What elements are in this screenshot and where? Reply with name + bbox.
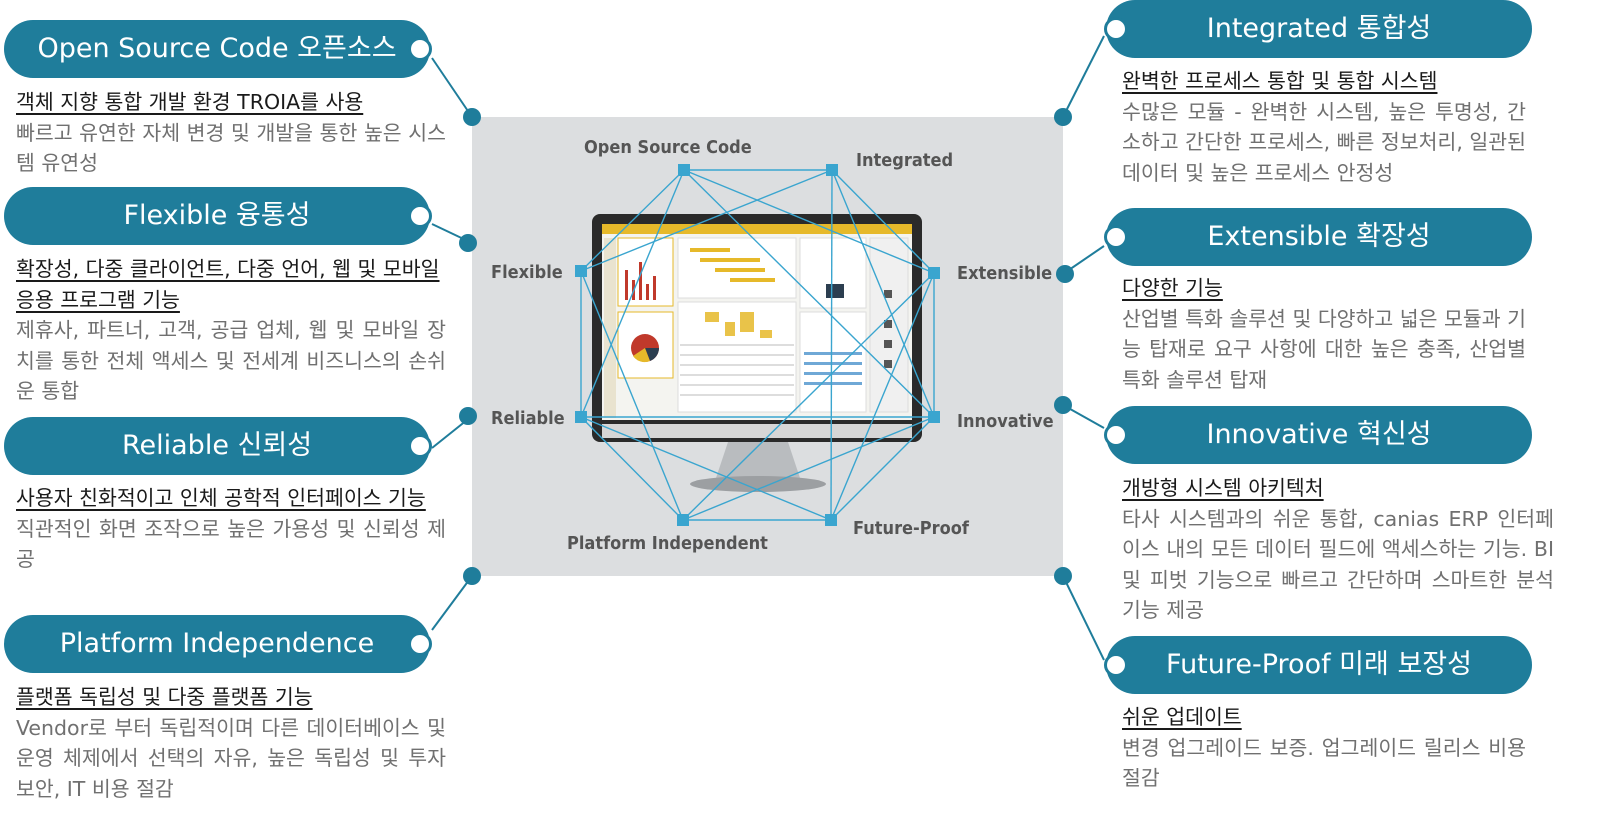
network-nodes xyxy=(575,164,940,526)
endpoint-innovative xyxy=(1054,396,1072,414)
endpoint-flexible xyxy=(459,234,477,252)
feature-heading: 사용자 친화적이고 인체 공학적 인터페이스 기능 xyxy=(16,486,426,510)
pill-platform: Platform Independence xyxy=(4,615,432,673)
feature-heading: 쉬운 업데이트 xyxy=(1122,705,1242,729)
endpoint-integrated xyxy=(1054,108,1072,126)
pill-extensible: Extensible 확장성 xyxy=(1104,208,1532,266)
feature-extensible: 다양한 기능 산업별 특화 솔루션 및 다양하고 넓은 모듈과 기능 탑재로 요… xyxy=(1122,273,1526,395)
node-label-flexible: Flexible xyxy=(491,262,563,283)
feature-description: 타사 시스템과의 쉬운 통합, canias ERP 인터페이스 내의 모든 데… xyxy=(1122,506,1554,623)
feature-future: 쉬운 업데이트 변경 업그레이드 보증. 업그레이드 릴리스 비용 절감 xyxy=(1122,702,1526,794)
network-node-platform xyxy=(677,514,689,526)
feature-heading: 객체 지향 통합 개발 환경 TROIA를 사용 xyxy=(16,90,364,114)
network-node-innovative xyxy=(928,411,940,423)
node-label-future: Future-Proof xyxy=(853,518,969,539)
connector-endpoints xyxy=(459,108,1074,585)
feature-integrated: 완벽한 프로세스 통합 및 통합 시스템 수많은 모듈 - 완벽한 시스템, 높… xyxy=(1122,66,1526,188)
pill-connector-dot xyxy=(408,37,432,61)
feature-reliable: 사용자 친화적이고 인체 공학적 인터페이스 기능 직관적인 화면 조작으로 높… xyxy=(16,483,446,575)
pill-label: Flexible 융통성 xyxy=(123,200,311,231)
network-edge xyxy=(682,416,935,521)
network-edge xyxy=(580,169,685,272)
pill-reliable: Reliable 신뢰성 xyxy=(4,417,432,475)
endpoint-extensible xyxy=(1056,265,1074,283)
pill-connector-dot xyxy=(1104,653,1128,677)
network-edge xyxy=(580,416,684,521)
feature-heading: 확장성, 다중 클라이언트, 다중 언어, 웹 및 모바일 응용 프로그램 기능 xyxy=(16,257,440,312)
pill-connector-dot xyxy=(1104,17,1128,41)
network-node-reliable xyxy=(575,411,587,423)
feature-description: 변경 업그레이드 보증. 업그레이드 릴리스 비용 절감 xyxy=(1122,735,1526,791)
feature-description: 직관적인 화면 조작으로 높은 가용성 및 신뢰성 제공 xyxy=(16,516,446,572)
network-node-flexible xyxy=(575,265,587,277)
network-edge xyxy=(683,169,935,418)
network-edge xyxy=(683,169,935,274)
pill-label: Extensible 확장성 xyxy=(1207,221,1431,252)
pill-connector-dot xyxy=(408,632,432,656)
pill-label: Integrated 통합성 xyxy=(1206,13,1432,44)
pill-connector-dot xyxy=(408,434,432,458)
feature-heading: 플랫폼 독립성 및 다중 플랫폼 기능 xyxy=(16,685,313,709)
feature-innovative: 개방형 시스템 아키텍처 타사 시스템과의 쉬운 통합, canias ERP … xyxy=(1122,473,1554,626)
pill-connector-dot xyxy=(408,204,432,228)
node-label-platform: Platform Independent xyxy=(567,533,768,554)
feature-description: 제휴사, 파트너, 고객, 공급 업체, 웹 및 모바일 장치를 통한 전체 액… xyxy=(16,318,446,403)
pill-open-source: Open Source Code 오픈소스 xyxy=(4,20,432,78)
network-edge xyxy=(830,416,935,521)
monitor-illustration xyxy=(592,214,922,492)
network-node-open-source xyxy=(678,164,690,176)
network-node-integrated xyxy=(826,164,838,176)
node-label-extensible: Extensible xyxy=(957,263,1053,284)
pill-label: Innovative 혁신성 xyxy=(1206,419,1432,450)
feature-description: Vendor로 부터 독립적이며 다른 데이터베이스 및 운영 체제에서 선택의… xyxy=(16,715,446,801)
network-edge xyxy=(580,169,833,272)
pill-label: Reliable 신뢰성 xyxy=(121,430,313,461)
network-node-extensible xyxy=(928,267,940,279)
endpoint-future xyxy=(1054,567,1072,585)
node-label-integrated: Integrated xyxy=(856,150,954,171)
network-lines xyxy=(580,169,935,521)
network-edge xyxy=(580,416,832,521)
network-edge xyxy=(682,272,935,521)
feature-heading: 완벽한 프로세스 통합 및 통합 시스템 xyxy=(1122,69,1438,93)
pill-connector-dot xyxy=(1104,225,1128,249)
pill-integrated: Integrated 통합성 xyxy=(1104,0,1532,58)
node-label-reliable: Reliable xyxy=(491,408,565,429)
pill-future: Future-Proof 미래 보장성 xyxy=(1104,636,1532,694)
network-edge xyxy=(831,169,935,418)
node-label-open-source: Open Source Code xyxy=(584,137,752,158)
feature-description: 수많은 모듈 - 완벽한 시스템, 높은 투명성, 간소하고 간단한 프로세스,… xyxy=(1122,99,1526,185)
pill-flexible: Flexible 융통성 xyxy=(4,187,432,245)
feature-flexible: 확장성, 다중 클라이언트, 다중 언어, 웹 및 모바일 응용 프로그램 기능… xyxy=(16,254,446,407)
pill-label: Platform Independence xyxy=(59,628,375,659)
feature-heading: 다양한 기능 xyxy=(1122,276,1223,300)
endpoint-open-source xyxy=(463,108,481,126)
endpoint-platform xyxy=(463,567,481,585)
feature-description: 빠르고 유연한 자체 변경 및 개발을 통한 높은 시스템 유연성 xyxy=(16,120,446,176)
pill-label: Future-Proof 미래 보장성 xyxy=(1166,649,1472,680)
pill-innovative: Innovative 혁신성 xyxy=(1104,406,1532,464)
node-label-innovative: Innovative xyxy=(957,411,1054,432)
pill-connector-dot xyxy=(1104,423,1128,447)
endpoint-reliable xyxy=(459,407,477,425)
feature-platform: 플랫폼 독립성 및 다중 플랫폼 기능 Vendor로 부터 독립적이며 다른 … xyxy=(16,682,446,804)
network-edge xyxy=(580,270,684,521)
network-edge xyxy=(830,272,935,521)
feature-open-source: 객체 지향 통합 개발 환경 TROIA를 사용 빠르고 유연한 자체 변경 및… xyxy=(16,87,446,179)
network-edge xyxy=(831,169,935,274)
feature-description: 산업별 특화 솔루션 및 다양하고 넓은 모듈과 기능 탑재로 요구 사항에 대… xyxy=(1122,306,1526,392)
network-edge xyxy=(830,169,833,521)
pill-label: Open Source Code 오픈소스 xyxy=(37,33,397,64)
feature-heading: 개방형 시스템 아키텍처 xyxy=(1122,476,1324,500)
network-node-future xyxy=(825,514,837,526)
network-edge xyxy=(580,169,685,418)
